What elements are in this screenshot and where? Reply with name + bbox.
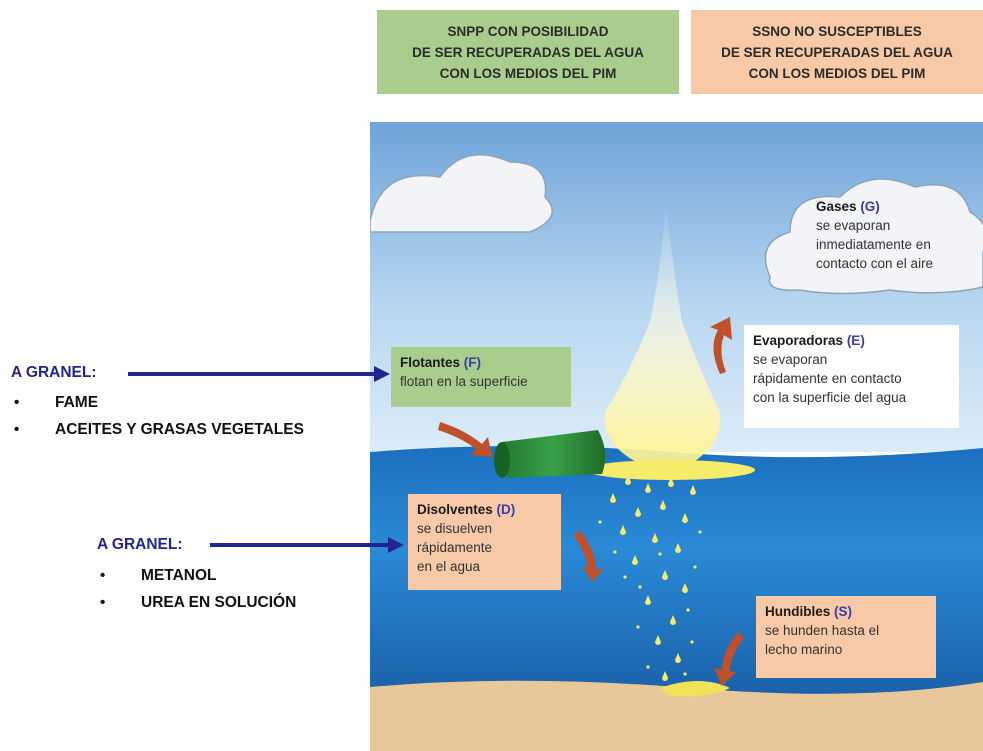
pointer-arrow-top-icon (128, 366, 390, 382)
dissolving-droplets (598, 475, 702, 681)
arrow-dissolve-icon (574, 530, 604, 582)
cloud-left (370, 154, 554, 233)
category-hundibles: Hundibles (S) se hunden hasta el lecho m… (756, 596, 936, 678)
evaporation-plume (604, 202, 721, 474)
header-right-line-1: SSNO NO SUSCEPTIBLES (752, 23, 922, 39)
evaporadoras-code: (E) (846, 333, 865, 348)
sea-scene-illustration (370, 122, 983, 751)
disolventes-title: Disolventes (417, 502, 493, 517)
header-left-line-2: DE SER RECUPERADAS DEL AGUA (412, 44, 644, 60)
hundibles-title: Hundibles (765, 604, 831, 619)
flotantes-title: Flotantes (400, 355, 461, 370)
header-recoverable: SNPP CON POSIBILIDAD DE SER RECUPERADAS … (377, 10, 679, 94)
header-right-line-3: CON LOS MEDIOS DEL PIM (748, 65, 926, 81)
gases-title: Gases (816, 199, 857, 214)
evaporadoras-desc-1: se evaporan (753, 352, 828, 367)
granel-list-bottom: METANOL UREA EN SOLUCIÓN (97, 562, 296, 616)
disolventes-desc-2: rápidamente (417, 540, 493, 555)
seabed (370, 680, 983, 751)
header-non-recoverable: SSNO NO SUSCEPTIBLES DE SER RECUPERADAS … (691, 10, 983, 94)
disolventes-code: (D) (496, 502, 516, 517)
cloud-gases (764, 178, 983, 295)
granel-top-item-2: ACEITES Y GRASAS VEGETALES (11, 416, 304, 443)
category-evaporadoras: Evaporadoras (E) se evaporan rápidamente… (744, 325, 959, 428)
category-disolventes: Disolventes (D) se disuelven rápidamente… (408, 494, 561, 590)
arrow-float-icon (438, 422, 492, 457)
flotantes-code: (F) (463, 355, 482, 370)
pointer-arrow-bottom-icon (210, 537, 404, 553)
category-gases: Gases (G) se evaporan inmediatamente en … (816, 197, 983, 273)
granel-label-bottom: A GRANEL: (97, 536, 183, 553)
granel-bottom-item-2: UREA EN SOLUCIÓN (97, 589, 296, 616)
header-left-line-1: SNPP CON POSIBILIDAD (447, 23, 609, 39)
floating-barrel (494, 430, 606, 478)
hundibles-desc-1: se hunden hasta el (765, 623, 880, 638)
arrow-sink-icon (714, 632, 744, 686)
granel-bottom-item-1: METANOL (97, 562, 296, 589)
granel-list-top: FAME ACEITES Y GRASAS VEGETALES (11, 389, 304, 443)
arrow-evaporation-icon (710, 317, 732, 374)
hundibles-desc-2: lecho marino (765, 642, 843, 657)
hundibles-code: (S) (834, 604, 853, 619)
evaporadoras-title: Evaporadoras (753, 333, 844, 348)
granel-top-item-1: FAME (11, 389, 304, 416)
flotantes-desc-1: flotan en la superficie (400, 374, 528, 389)
surface-slick (585, 460, 755, 480)
header-left-line-3: CON LOS MEDIOS DEL PIM (439, 65, 617, 81)
category-flotantes: Flotantes (F) flotan en la superficie (391, 347, 571, 407)
evaporadoras-desc-3: con la superficie del agua (753, 390, 907, 405)
disolventes-desc-1: se disuelven (417, 521, 493, 536)
granel-label-top: A GRANEL: (11, 364, 97, 381)
gases-desc-1: se evaporan (816, 218, 891, 233)
disolventes-desc-3: en el agua (417, 559, 481, 574)
evaporadoras-desc-2: rápidamente en contacto (753, 371, 902, 386)
gases-desc-3: contacto con el aire (816, 256, 934, 271)
gases-desc-2: inmediatamente en (816, 237, 931, 252)
header-right-line-2: DE SER RECUPERADAS DEL AGUA (721, 44, 953, 60)
gases-code: (G) (860, 199, 880, 214)
